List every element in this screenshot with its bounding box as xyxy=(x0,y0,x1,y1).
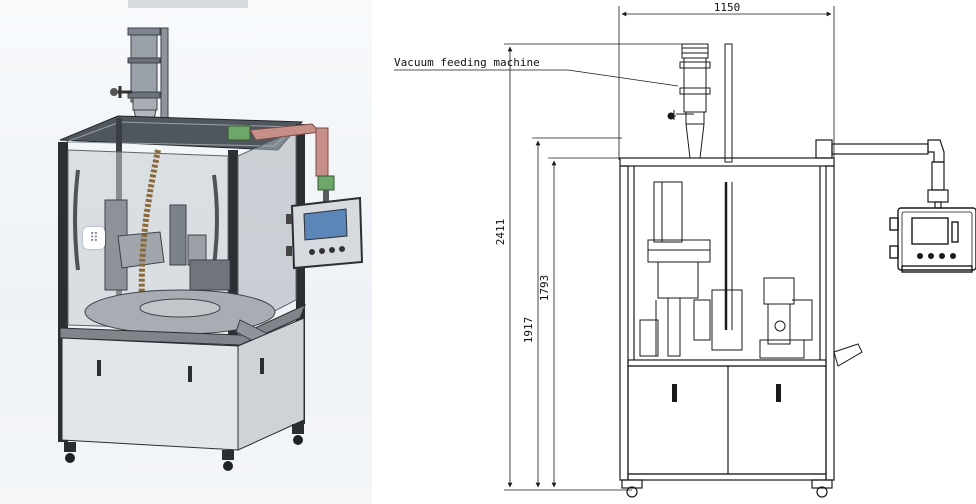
drawing-discharge-chute xyxy=(833,343,863,367)
drawing-hmi-arm xyxy=(815,139,949,209)
cropped-header-strip xyxy=(128,0,248,8)
drawing-internal-mechanism xyxy=(639,181,813,359)
dimension-frame-height-label: 1917 xyxy=(522,317,535,344)
drawing-lower-cabinet xyxy=(627,365,827,481)
callout-vacuum-feeder-label: Vacuum feeding machine xyxy=(394,56,540,69)
render-hmi-arm xyxy=(227,123,335,202)
render-cabinet-front xyxy=(61,337,239,451)
callout-vacuum-feeder: Vacuum feeding machine xyxy=(394,56,679,87)
render-pillar-front-left xyxy=(58,142,68,442)
dimension-width: 1150 xyxy=(618,1,835,160)
render-door-handle-left xyxy=(73,169,80,271)
render-pillar-back-right xyxy=(296,124,305,424)
dimension-total-height: 2411 xyxy=(494,43,692,491)
drawing-svg: 1150 2411 1917 1793 Vacuum feeding machi… xyxy=(394,1,976,498)
drawing-hmi-panel xyxy=(889,207,976,273)
machine-technical-drawing: 1150 2411 1917 1793 Vacuum feeding machi… xyxy=(372,0,976,504)
render-svg xyxy=(58,0,364,471)
render-cabinet-handle-3 xyxy=(260,358,264,374)
drawing-vacuum-feeder xyxy=(667,43,733,163)
drawing-cabinet-handle-left xyxy=(672,384,677,402)
dimension-cabinet-height: 1793 xyxy=(538,157,622,488)
render-cabinet-side xyxy=(237,317,305,451)
render-cabinet-handle-1 xyxy=(97,360,101,376)
dimension-total-height-label: 2411 xyxy=(494,219,507,246)
render-glass-side xyxy=(237,129,297,331)
drawing-hmi-buttons xyxy=(917,253,956,259)
drawing-casters xyxy=(621,479,833,498)
grid-dots-icon: ⠿ xyxy=(89,230,99,246)
dimension-width-label: 1150 xyxy=(714,1,741,14)
drag-handle-button[interactable]: ⠿ xyxy=(83,227,105,249)
render-internal-mechanism xyxy=(104,149,231,301)
drawing-cabinet-handle-right xyxy=(776,384,781,402)
render-cabinet-handle-2 xyxy=(188,366,192,382)
render-hmi-panel xyxy=(286,196,364,270)
machine-3d-render: ⠿ xyxy=(0,0,372,504)
dimension-frame-height: 1917 xyxy=(522,137,622,488)
render-door-handle-right xyxy=(212,174,219,266)
render-casters xyxy=(64,424,304,471)
render-turntable-hub xyxy=(139,298,221,318)
dimension-cabinet-height-label: 1793 xyxy=(538,275,551,302)
